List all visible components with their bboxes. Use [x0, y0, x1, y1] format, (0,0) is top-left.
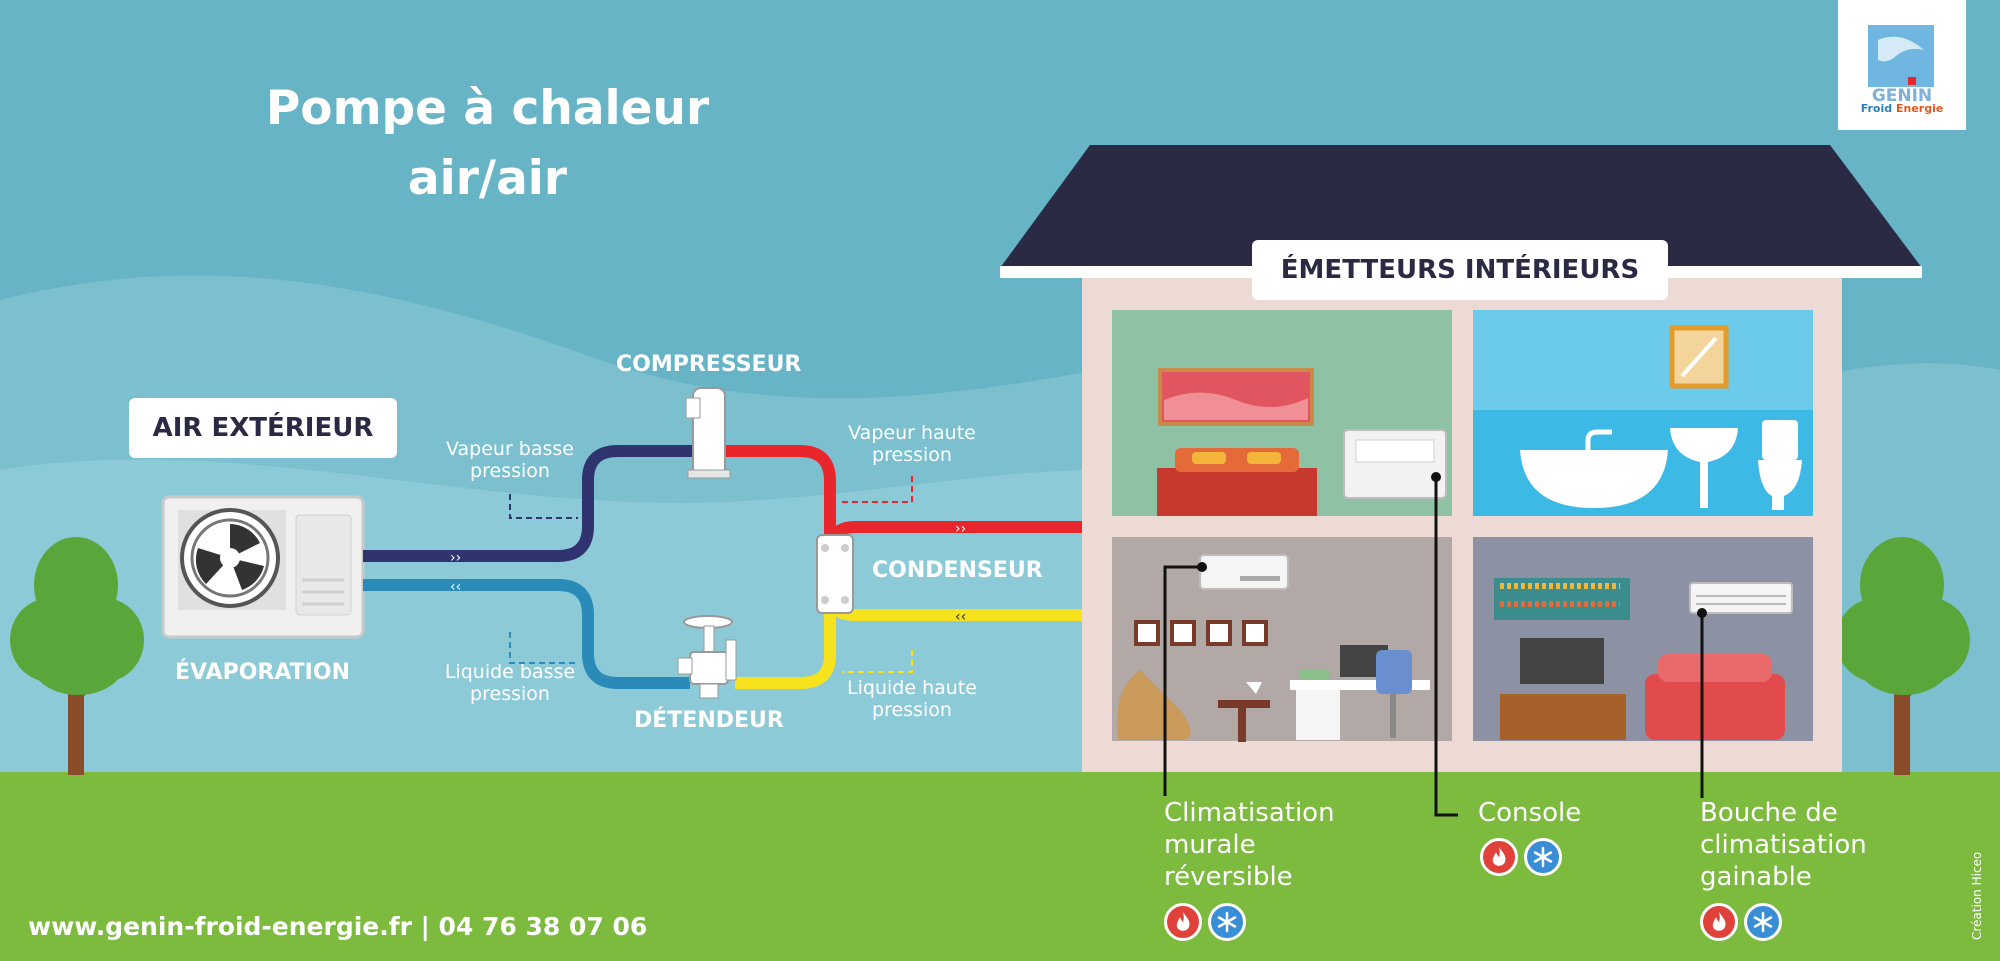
genin-logo: GENIN Froid Energie [1838, 0, 1966, 130]
snowflake-icon [1524, 838, 1562, 876]
pipe-liquide-basse [363, 579, 690, 689]
page-title: Pompe à chaleur air/air [200, 74, 775, 214]
legend-murale-line-2: murale [1164, 830, 1256, 860]
wall-ac-unit [1199, 554, 1289, 590]
vapeur-basse-line-1: Vapeur basse [446, 438, 574, 460]
liquide-haute-label: Liquide haute pression [832, 677, 992, 721]
tree-icon [1836, 537, 1970, 775]
snowflake-icon [1744, 903, 1782, 941]
vapeur-basse-label: Vapeur basse pression [430, 438, 590, 482]
house-icon [1000, 145, 1922, 772]
flame-icon [1700, 903, 1738, 941]
snowflake-icon [1208, 903, 1246, 941]
logo-icon [1868, 25, 1934, 87]
vapeur-haute-line-1: Vapeur haute [848, 422, 976, 444]
compresseur-label: COMPRESSEUR [616, 352, 802, 377]
legend-gainable: Bouche de climatisation gainable [1700, 797, 1867, 893]
legend-gainable-line-2: climatisation [1700, 830, 1867, 860]
liquide-basse-line-2: pression [470, 683, 550, 705]
grass-ground [0, 772, 2000, 961]
title-line-1: Pompe à chaleur [265, 81, 710, 136]
evaporation-label: ÉVAPORATION [175, 660, 350, 685]
credit: Création Hiceo [1970, 851, 1984, 940]
footer-contact: www.genin-froid-energie.fr | 04 76 38 07… [28, 912, 648, 941]
legend-console-line-1: Console [1478, 798, 1582, 828]
pipe-vapeur-haute [725, 445, 836, 540]
liquide-basse-line-1: Liquide basse [444, 661, 576, 683]
svg-text:‹‹: ‹‹ [450, 579, 461, 595]
gainable-vent [1689, 582, 1793, 614]
svg-text:››: ›› [955, 521, 966, 537]
expansion-valve [677, 615, 737, 699]
condenser [816, 534, 854, 614]
title-line-2: air/air [407, 151, 568, 206]
svg-text:‹‹: ‹‹ [955, 609, 966, 625]
legend-murale: Climatisation murale réversible [1164, 797, 1335, 893]
legend-murale-line-3: réversible [1164, 862, 1293, 892]
legend-console: Console [1478, 797, 1581, 829]
logo-line2b: Energie [1895, 102, 1944, 115]
air-exterieur-label: AIR EXTÉRIEUR [129, 398, 397, 458]
liquide-haute-line-2: pression [872, 699, 952, 721]
flame-icon [1164, 903, 1202, 941]
outdoor-unit [161, 495, 365, 639]
tree-icon [10, 537, 144, 775]
vapeur-basse-line-2: pression [470, 460, 550, 482]
flame-icon [1480, 838, 1518, 876]
detendeur-label: DÉTENDEUR [634, 708, 784, 733]
legend-gainable-line-1: Bouche de [1700, 798, 1838, 828]
svg-text:››: ›› [450, 550, 461, 566]
logo-line2a: Froid [1860, 102, 1893, 115]
liquide-basse-label: Liquide basse pression [430, 661, 590, 705]
pipe-vapeur-basse [363, 445, 700, 562]
condenseur-label: CONDENSEUR [872, 558, 1043, 583]
fan-icon [180, 508, 280, 608]
compressor [685, 387, 731, 479]
legend-gainable-line-3: gainable [1700, 862, 1812, 892]
logo-line1: GENIN [1871, 86, 1933, 106]
emetteurs-label: ÉMETTEURS INTÉRIEURS [1252, 240, 1668, 300]
vapeur-haute-label: Vapeur haute pression [832, 422, 992, 466]
vapeur-haute-line-2: pression [872, 444, 952, 466]
legend-murale-line-1: Climatisation [1164, 798, 1335, 828]
liquide-haute-line-1: Liquide haute [847, 677, 977, 699]
